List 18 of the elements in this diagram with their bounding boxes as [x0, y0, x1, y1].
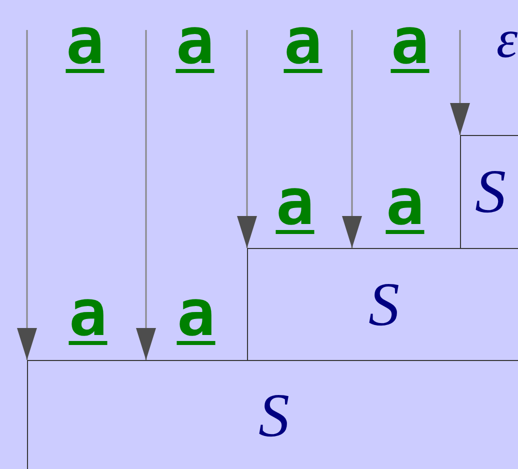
nonterminal-box [460, 135, 518, 249]
arrow [136, 30, 156, 360]
terminal-symbol: a [176, 10, 214, 74]
terminal-symbol: a [68, 282, 108, 346]
terminal-symbol: a [386, 171, 424, 235]
terminal-symbol: a [390, 10, 430, 74]
arrow [17, 30, 37, 360]
terminal-symbol: a [276, 171, 314, 235]
nonterminal-symbol: S [474, 161, 507, 223]
empty-string-symbol: ε [496, 12, 518, 66]
terminal-symbol: a [284, 10, 322, 74]
nonterminal-symbol: S [368, 274, 400, 336]
terminal-symbol: a [176, 282, 216, 346]
arrow [450, 30, 470, 135]
nonterminal-symbol: S [258, 385, 290, 447]
arrow [237, 30, 257, 248]
arrow [342, 30, 362, 248]
terminal-symbol: a [66, 10, 104, 74]
